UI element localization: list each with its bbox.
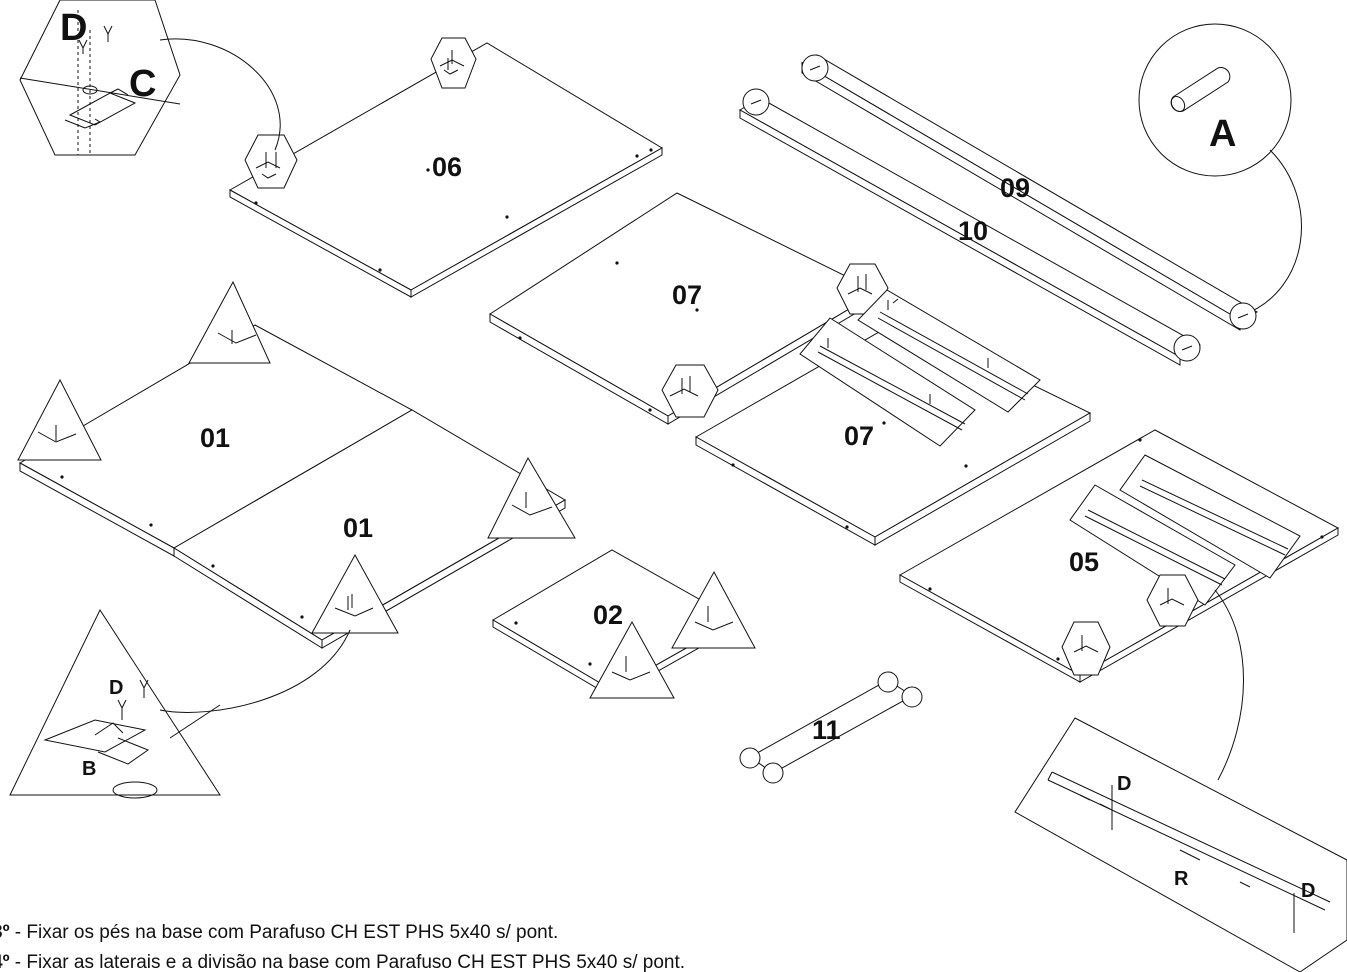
tri-callout-02-right bbox=[671, 570, 756, 649]
panel-06 bbox=[228, 42, 663, 298]
rail-box-07-2 bbox=[799, 317, 976, 447]
label-panel-06: 06 bbox=[432, 152, 462, 182]
label-detail-c: C bbox=[129, 63, 156, 105]
hex-callout-06-top bbox=[430, 37, 477, 89]
rail-box-07-1 bbox=[857, 289, 1041, 413]
instruction-step-4-number: 4º bbox=[0, 952, 10, 972]
rail-box-05-2 bbox=[1069, 484, 1236, 606]
label-panel-07-front: 07 bbox=[844, 421, 874, 451]
detail-a-circle bbox=[1138, 23, 1302, 316]
hex-callout-05-right bbox=[1146, 574, 1199, 627]
tri-callout-02-left bbox=[589, 620, 675, 699]
label-detail-d-right-1: D bbox=[1117, 773, 1131, 795]
label-rail-09: 09 bbox=[1000, 173, 1030, 203]
label-panel-02: 02 bbox=[593, 600, 623, 630]
tri-callout-01-bottom bbox=[311, 553, 399, 634]
tri-callout-01-left bbox=[17, 378, 102, 461]
detail-r-d-box bbox=[1014, 589, 1347, 972]
label-panel-01-front: 01 bbox=[343, 513, 373, 543]
label-detail-b: B bbox=[82, 758, 96, 780]
label-part-11: 11 bbox=[812, 715, 841, 745]
label-panel-01-back: 01 bbox=[200, 423, 230, 453]
instruction-step-3-number: 3º bbox=[0, 922, 10, 943]
label-detail-d-right-2: D bbox=[1301, 880, 1315, 902]
label-rail-10: 10 bbox=[958, 216, 988, 246]
part-11 bbox=[739, 671, 923, 784]
label-detail-r: R bbox=[1174, 868, 1189, 890]
detail-b-d-triangle bbox=[9, 608, 351, 799]
rail-10 bbox=[739, 88, 1201, 366]
instruction-step-4-text: - Fixar as laterais e a divisão na base … bbox=[10, 952, 686, 972]
label-detail-a: A bbox=[1209, 113, 1236, 155]
label-panel-05: 05 bbox=[1069, 547, 1099, 577]
instruction-step-3: 3º - Fixar os pés na base com Parafuso C… bbox=[0, 922, 558, 943]
rail-box-05-1 bbox=[1119, 454, 1301, 579]
instruction-step-4: 4º - Fixar as laterais e a divisão na ba… bbox=[0, 952, 685, 972]
tri-callout-01-right bbox=[487, 456, 576, 539]
tri-callout-01-top bbox=[188, 280, 271, 364]
hex-callout-07-bottom bbox=[661, 364, 719, 418]
instruction-step-3-text: - Fixar os pés na base com Parafuso CH E… bbox=[10, 922, 559, 943]
label-detail-d-left: D bbox=[109, 677, 123, 699]
label-panel-07-back: 07 bbox=[672, 280, 702, 310]
hex-callout-05-left bbox=[1061, 621, 1111, 676]
hex-callout-06-left bbox=[244, 134, 298, 189]
detail-c-d-hexagon bbox=[19, 0, 281, 156]
label-detail-d-top: D bbox=[60, 7, 87, 49]
rail-09 bbox=[800, 54, 1259, 331]
